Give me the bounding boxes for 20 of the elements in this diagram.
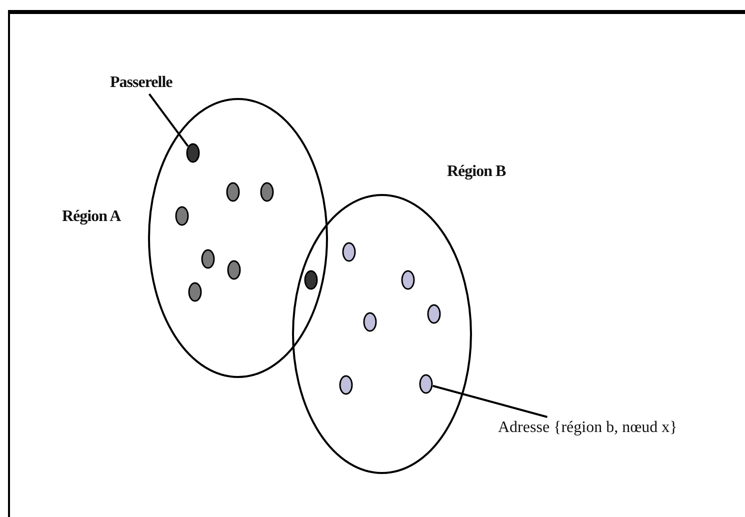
network-node-dot [188,282,202,302]
region-label: Région A [62,208,121,226]
network-node-dot [226,182,240,202]
gateway-label: Passerelle [110,74,172,92]
address-label: Adresse {région b, nœud x} [498,419,678,437]
leader-line [148,93,189,147]
network-node-dot [260,182,274,202]
network-node-dot [339,375,353,395]
network-node-dot [342,242,356,262]
network-node-dot [363,312,377,332]
network-node-dot [186,143,200,163]
network-node-dot [304,270,318,290]
network-node-dot [401,270,415,290]
network-node-dot [427,304,441,324]
network-node-dot [175,206,189,226]
network-node-dot [201,249,215,269]
network-node-dot [419,374,433,394]
network-node-dot [227,260,241,280]
region-label: Région B [447,163,506,181]
leader-line [432,384,548,418]
